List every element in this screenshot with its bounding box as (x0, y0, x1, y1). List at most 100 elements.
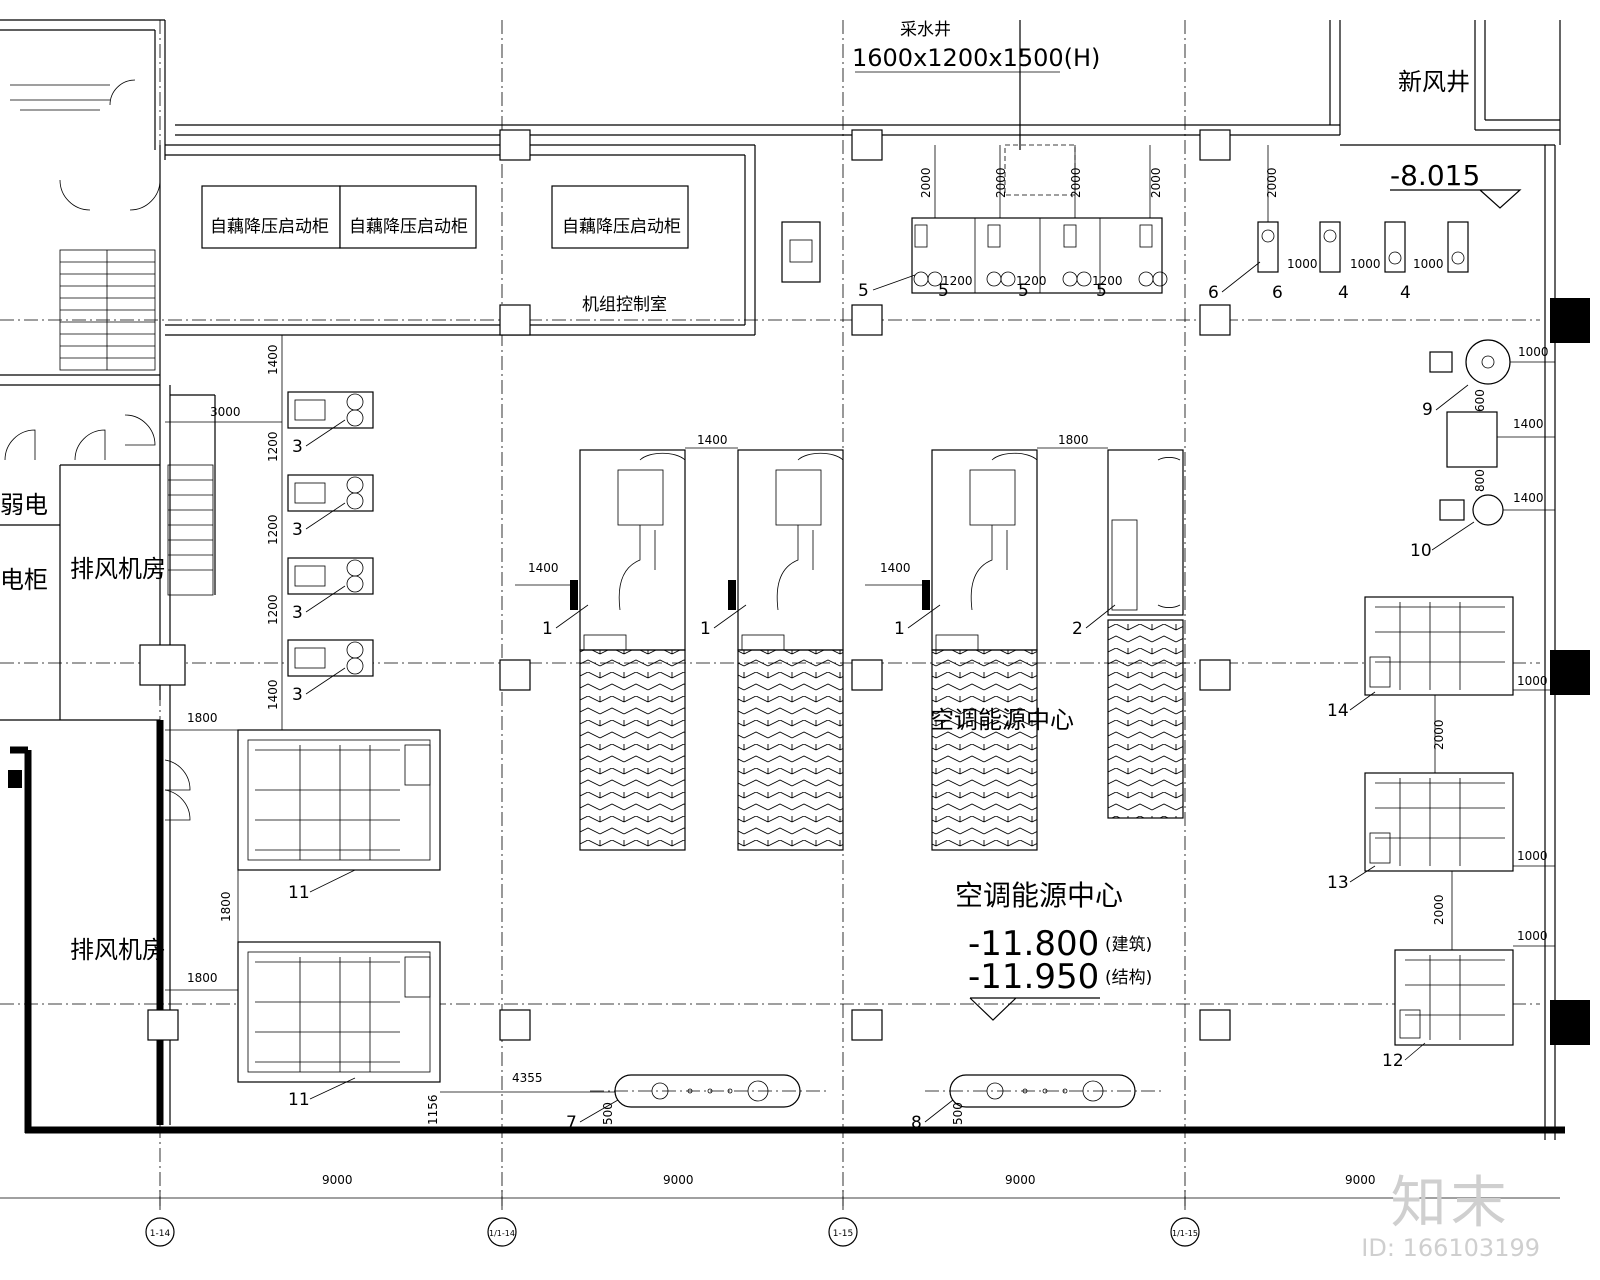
well-title: 采水井 (900, 20, 951, 40)
dim-1800-a: 1800 (1058, 433, 1089, 447)
tag-5-b: 5 (938, 281, 949, 301)
elevation-struct: -11.950 (968, 957, 1099, 997)
bay-dim-4: 9000 (1345, 1173, 1376, 1187)
dim-1800-c: 1800 (219, 891, 233, 922)
columns (499, 129, 1231, 1041)
watermark-id: ID: 166103199 (1361, 1234, 1540, 1262)
elevation-struct-note: (结构) (1105, 968, 1152, 988)
well-annotation: 采水井 1600x1200x1500(H) (852, 20, 1100, 196)
elevation-arch-note: (建筑) (1105, 935, 1152, 955)
tag-8: 8 (911, 1113, 922, 1133)
tag-4-a: 4 (1338, 283, 1349, 303)
tag-14: 14 (1327, 701, 1349, 721)
tag-11-a: 11 (288, 883, 310, 903)
tag-5-d: 5 (1096, 281, 1107, 301)
exhaust-room-label-upper: 排风机房 (70, 555, 166, 583)
watermark-logo: 知末 (1390, 1171, 1511, 1236)
elec-cabinet-label: 电柜 (0, 566, 48, 594)
tag-3-a: 3 (292, 437, 303, 457)
units-9-10: 1000 600 1400 800 1400 9 10 (1410, 339, 1555, 561)
axis-bubbles: 1-14 1/1-14 1-15 1/1-15 (145, 1217, 1200, 1247)
starter-cabinet-1: 自藕降压启动柜 (210, 217, 329, 237)
tag-6-a: 6 (1208, 283, 1219, 303)
dim-1156: 1156 (426, 1094, 440, 1125)
dim-1200-d: 1200 (266, 431, 280, 462)
tag-12: 12 (1382, 1051, 1404, 1071)
units-12-13-14: 1000 2000 1000 2000 1000 14 13 12 (1327, 596, 1555, 1071)
dim-1200-f: 1200 (266, 594, 280, 625)
dim-1800-b: 1800 (187, 711, 218, 725)
dim-1000-a: 1000 (1287, 257, 1318, 271)
axis-1-1-15: 1/1-15 (1172, 1229, 1198, 1238)
dim-1400-d: 1400 (528, 561, 559, 575)
dim-1000-e: 1000 (1517, 674, 1548, 688)
tag-9: 9 (1422, 400, 1433, 420)
tag-5-a: 5 (858, 281, 869, 301)
pump-group-3: 1400 1200 1200 1200 1400 3000 3 3 3 3 (165, 335, 374, 735)
well-size: 1600x1200x1500(H) (852, 44, 1100, 72)
tag-10: 10 (1410, 541, 1432, 561)
fresh-air-shaft-label: 新风井 (1398, 68, 1470, 96)
dim-1200-e: 1200 (266, 514, 280, 545)
elevation-arch: -11.800 (968, 924, 1099, 964)
starter-cabinets: 自藕降压启动柜 自藕降压启动柜 自藕降压启动柜 机组控制室 (201, 185, 689, 315)
dim-1800-d: 1800 (187, 971, 218, 985)
dim-2000-e: 2000 (1265, 167, 1279, 198)
tag-1-c: 1 (894, 619, 905, 639)
tag-3-b: 3 (292, 520, 303, 540)
elec-room-label: 弱电 (0, 491, 48, 519)
dim-1000-d: 1000 (1518, 345, 1549, 359)
units-11: 1800 1800 1800 11 11 (165, 711, 441, 1110)
tag-6-b: 6 (1272, 283, 1283, 303)
dim-1400-a: 1400 (266, 344, 280, 375)
exhaust-room-label-lower: 排风机房 (70, 936, 166, 964)
dim-1000-c: 1000 (1413, 257, 1444, 271)
starter-cabinet-2: 自藕降压启动柜 (349, 217, 468, 237)
elevation-top: -8.015 (1390, 159, 1480, 192)
axis-1-1-14: 1/1-14 (489, 1229, 515, 1238)
dim-2000-g: 2000 (1432, 894, 1446, 925)
tag-1-a: 1 (542, 619, 553, 639)
dim-2000-a: 2000 (919, 167, 933, 198)
control-room-label: 机组控制室 (582, 295, 667, 315)
tag-11-b: 11 (288, 1090, 310, 1110)
dim-1000-g: 1000 (1517, 929, 1548, 943)
tag-4-b: 4 (1400, 283, 1411, 303)
tag-13: 13 (1327, 873, 1349, 893)
elevation-marker-main: -11.800 (建筑) -11.950 (结构) (968, 924, 1152, 1021)
bay-dim-3: 9000 (1005, 1173, 1036, 1187)
dim-1000-b: 1000 (1350, 257, 1381, 271)
bay-dim-2: 9000 (663, 1173, 694, 1187)
dim-1200-a: 1200 (942, 274, 973, 288)
dim-1400-e: 1400 (880, 561, 911, 575)
bay-dim-1: 9000 (322, 1173, 353, 1187)
watermark: 知末 ID: 166103199 (1361, 1171, 1540, 1263)
axis-1-14: 1-14 (150, 1229, 171, 1239)
dim-600: 600 (1473, 389, 1487, 412)
dim-500-b: 500 (951, 1102, 965, 1125)
dim-1400-f: 1400 (1513, 417, 1544, 431)
elevation-marker-top: -8.015 (1390, 159, 1522, 209)
pump-group-5: 2000 2000 2000 2000 1200 1200 1200 5 5 5… (858, 145, 1168, 301)
hvac-center-label-lower: 空调能源中心 (955, 879, 1123, 912)
tag-7: 7 (566, 1113, 577, 1133)
dim-1000-f: 1000 (1517, 849, 1548, 863)
tag-5-c: 5 (1018, 281, 1029, 301)
dim-2000-f: 2000 (1432, 719, 1446, 750)
chiller-units: 1400 1800 1400 1400 1 1 1 2 (515, 433, 1184, 851)
axis-1-15: 1-15 (833, 1229, 853, 1239)
tag-2: 2 (1072, 619, 1083, 639)
dim-1400-c: 1400 (697, 433, 728, 447)
bottom-dimension-chain: 9000 9000 9000 9000 (0, 1173, 1560, 1206)
dim-4355: 4355 (512, 1071, 543, 1085)
pump-group-6-4: 2000 1000 1000 1000 6 6 4 4 (1208, 145, 1469, 303)
dim-800: 800 (1473, 469, 1487, 492)
dim-2000-b: 2000 (994, 167, 1008, 198)
starter-cabinet-3: 自藕降压启动柜 (562, 217, 681, 237)
dim-1200-b: 1200 (1016, 274, 1047, 288)
dim-1200-c: 1200 (1092, 274, 1123, 288)
tag-3-d: 3 (292, 685, 303, 705)
hvac-center-label-upper: 空调能源中心 (930, 706, 1074, 734)
tanks-7-8: 4355 1156 500 500 7 8 (426, 1071, 1165, 1133)
